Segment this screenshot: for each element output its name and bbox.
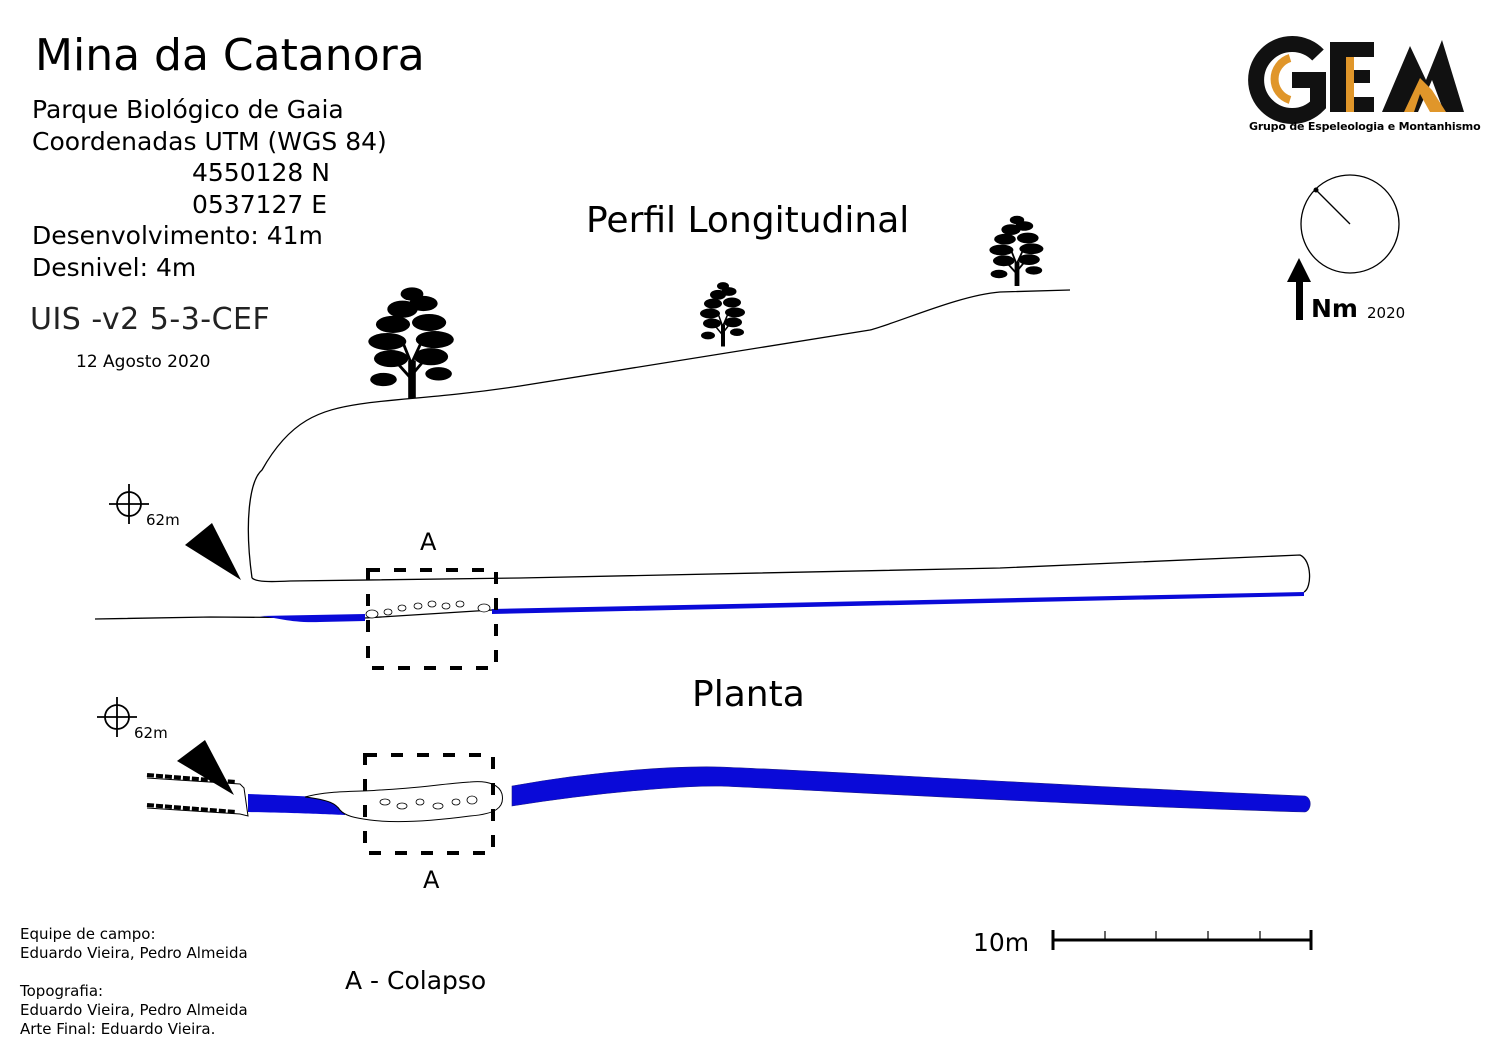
- profile-zone-a-box: [366, 568, 498, 670]
- north-arrow-icon: [1287, 258, 1311, 320]
- final-art-credit: Arte Final: Eduardo Vieira.: [20, 1020, 216, 1038]
- tree-icon: [366, 285, 456, 400]
- collapse-blocks: [365, 600, 491, 619]
- cave-info: Parque Biológico de Gaia Coordenadas UTM…: [32, 94, 387, 283]
- profile-collapse-floor: [364, 609, 493, 619]
- credits: Equipe de campo: Eduardo Vieira, Pedro A…: [20, 925, 248, 1039]
- field-team-label: Equipe de campo:: [20, 925, 156, 943]
- magnetic-north-label: Nm: [1311, 294, 1358, 323]
- profile-water-left: [210, 614, 365, 623]
- scale-label: 10m: [973, 928, 1030, 957]
- profile-water-right: [492, 592, 1304, 614]
- tree-icon: [988, 214, 1045, 287]
- coords-label: Coordenadas UTM (WGS 84): [32, 126, 387, 156]
- compass-needle-icon: [1315, 189, 1351, 225]
- plan-title: Planta: [692, 674, 805, 715]
- survey-date: 12 Agosto 2020: [76, 352, 211, 372]
- plan-zone-label: A: [423, 866, 440, 894]
- depth-text: Desnivel: 4m: [32, 252, 197, 282]
- plan-collapse-zone: [304, 781, 504, 823]
- tree-icon: [699, 281, 746, 348]
- profile-title: Perfil Longitudinal: [586, 200, 910, 241]
- magnetic-north-year: 2020: [1367, 304, 1406, 322]
- location-text: Parque Biológico de Gaia: [32, 95, 344, 124]
- plan-datum-icon: [96, 696, 138, 738]
- profile-datum-icon: [108, 483, 150, 525]
- compass-circle-icon: [1300, 174, 1400, 274]
- uis-grade: UIS -v2 5-3-CEF: [30, 302, 271, 337]
- plan-datum-label: 62m: [134, 724, 168, 742]
- plan-entrance-arrow-icon: [177, 740, 234, 795]
- plan-entrance-walls: [146, 773, 249, 817]
- compass-needle-dot-icon: [1313, 187, 1319, 193]
- easting-value: 0537127 E: [192, 189, 328, 219]
- scale-bar: [1051, 930, 1313, 950]
- field-team-names: Eduardo Vieira, Pedro Almeida: [20, 944, 248, 962]
- logo-subtitle: Grupo de Espeleologia e Montanhismo: [1249, 120, 1481, 133]
- topography-label: Topografia:: [20, 982, 104, 1000]
- terrain-surface-line: [247, 289, 1071, 579]
- gem-logo: [1248, 36, 1464, 124]
- profile-entrance-arrow-icon: [185, 523, 241, 580]
- plan-zone-a-box: [363, 753, 495, 855]
- page-title: Mina da Catanora: [35, 30, 425, 81]
- legend-zone-a: A - Colapso: [345, 966, 487, 995]
- plan-water-passage: [511, 766, 1311, 813]
- plan-collapse-blocks: [379, 795, 478, 810]
- profile-datum-label: 62m: [146, 511, 180, 529]
- northing-value: 4550128 N: [192, 158, 330, 187]
- topography-names: Eduardo Vieira, Pedro Almeida: [20, 1001, 248, 1019]
- profile-zone-label: A: [420, 528, 437, 556]
- development-text: Desenvolvimento: 41m: [32, 221, 323, 250]
- profile-cave-ceiling: [251, 554, 1311, 593]
